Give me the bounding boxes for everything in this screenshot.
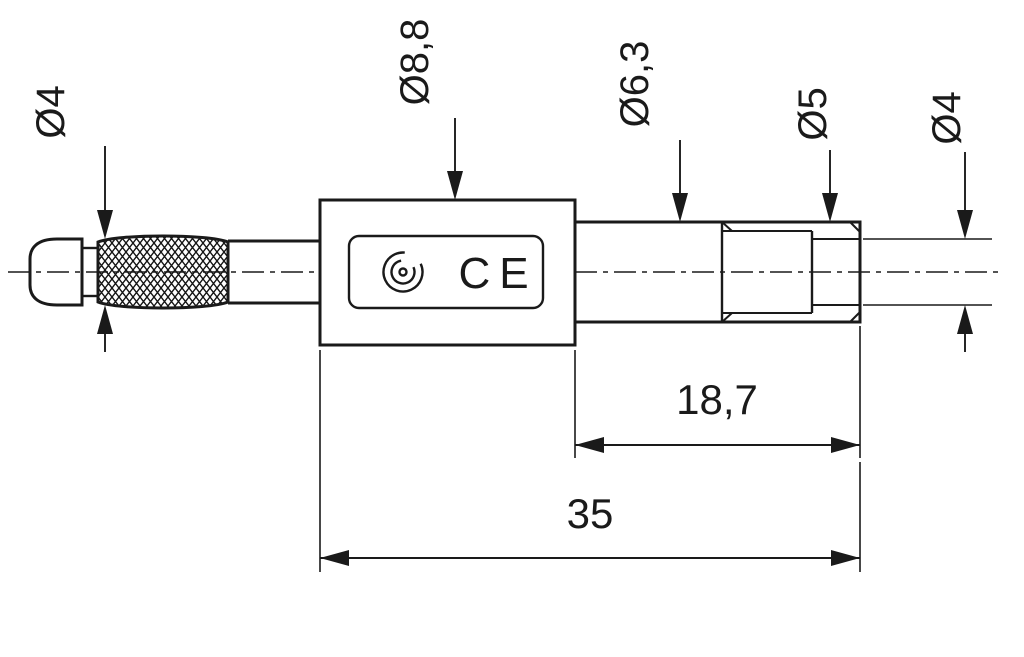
arrowhead xyxy=(672,193,688,222)
dim-label-body-diameter: Ø8,8 xyxy=(393,19,437,106)
arrowhead xyxy=(575,437,604,453)
dim-bore-diameter: Ø4 xyxy=(863,91,992,352)
dim-socket-length: 18,7 xyxy=(574,326,861,458)
manufacturer-logo-icon xyxy=(382,251,424,293)
arrowhead xyxy=(320,550,349,566)
arrowhead xyxy=(957,210,973,239)
arrowhead xyxy=(97,210,113,239)
arrowhead xyxy=(831,437,860,453)
logo-center-dot xyxy=(398,267,408,277)
dim-label-overall-length: 35 xyxy=(567,490,614,537)
dim-label-shaft-diameter: Ø6,3 xyxy=(613,41,657,128)
dimension-annotations: Ø4 Ø8,8 Ø6,3 Ø5 Ø4 xyxy=(29,19,992,572)
plug-shaft xyxy=(228,239,321,305)
dim-overall-length: 35 xyxy=(319,350,861,572)
dim-label-socket-diameter: Ø5 xyxy=(791,87,835,140)
dim-tip-diameter: Ø4 xyxy=(29,85,113,352)
arrowhead xyxy=(957,305,973,334)
connector-body: CE xyxy=(318,198,577,347)
dim-body-diameter: Ø8,8 xyxy=(393,19,463,200)
arrowhead xyxy=(822,193,838,222)
plug-part: CE xyxy=(28,198,862,347)
arrowhead xyxy=(447,171,463,200)
dim-label-tip-diameter: Ø4 xyxy=(29,85,73,138)
dim-label-socket-length: 18,7 xyxy=(676,376,758,423)
dim-shaft-diameter: Ø6,3 xyxy=(613,41,688,222)
arrowhead xyxy=(831,550,860,566)
ce-mark: CE xyxy=(458,249,537,298)
dim-socket-diameter: Ø5 xyxy=(791,87,838,222)
dim-label-bore-diameter: Ø4 xyxy=(925,91,969,144)
arrowhead xyxy=(97,305,113,334)
